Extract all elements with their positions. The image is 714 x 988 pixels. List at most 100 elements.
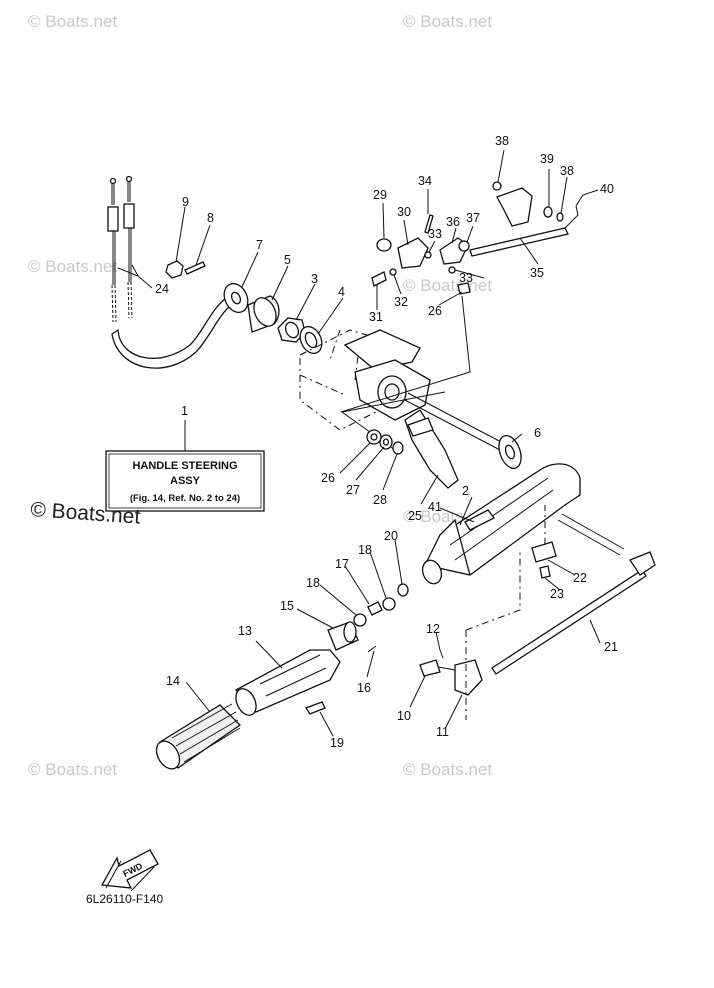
part-number-36: 36 xyxy=(446,215,460,229)
washer-28 xyxy=(392,441,404,455)
leader-lines xyxy=(117,149,601,737)
watermark-dark: © Boats.net xyxy=(30,498,142,529)
watermark: © Boats.net xyxy=(403,12,492,31)
callout-line-1: HANDLE STEERING xyxy=(132,460,237,472)
part-number-22: 22 xyxy=(573,571,587,585)
part-number-labels: 2 3 4 5 6 7 8 9 10 11 12 13 14 15 16 17 … xyxy=(155,134,618,750)
screw-20 xyxy=(397,583,409,597)
nut-26-lower xyxy=(366,429,382,445)
pin-12 xyxy=(439,649,444,659)
washer-18b xyxy=(353,613,367,627)
part-number-31: 31 xyxy=(369,310,383,324)
nut-29 xyxy=(376,238,392,252)
watermark: © Boats.net xyxy=(403,760,492,779)
part-number-33: 33 xyxy=(459,271,473,285)
part-number-3: 3 xyxy=(311,272,318,286)
part-number-10: 10 xyxy=(397,709,411,723)
label-41 xyxy=(464,509,495,531)
part-number-18: 18 xyxy=(358,543,372,557)
bolt-31 xyxy=(371,271,387,287)
screw-16 xyxy=(367,645,377,653)
callout-box-handle-steering: HANDLE STEERING ASSY (Fig. 14, Ref. No. … xyxy=(105,404,265,512)
part-number-13: 13 xyxy=(238,624,252,638)
pin-34 xyxy=(424,214,434,234)
part-number-20: 20 xyxy=(384,529,398,543)
spring-17 xyxy=(367,601,383,616)
part-number-25: 25 xyxy=(408,509,422,523)
friction-parts xyxy=(327,583,409,653)
part-number-29: 29 xyxy=(373,188,387,202)
part-number-16: 16 xyxy=(357,681,371,695)
part-number-32: 32 xyxy=(394,295,408,309)
part-number-4: 4 xyxy=(338,285,345,299)
block-11 xyxy=(454,659,483,696)
part-number-37: 37 xyxy=(466,211,480,225)
part-number-27: 27 xyxy=(346,483,360,497)
part-number-38: 38 xyxy=(495,134,509,148)
throttle-grip-13 xyxy=(234,649,341,716)
nut-37 xyxy=(458,240,470,252)
assembly-line xyxy=(465,550,521,720)
part-number-14: 14 xyxy=(166,674,180,688)
part-number-15: 15 xyxy=(280,599,294,613)
knob-10 xyxy=(419,659,441,677)
part-number-9: 9 xyxy=(182,195,189,209)
rod-21 xyxy=(491,569,647,675)
part-number-19: 19 xyxy=(330,736,344,750)
part-number-35: 35 xyxy=(530,266,544,280)
bushing-3 xyxy=(277,317,306,343)
watermark: © Boats.net xyxy=(28,12,117,31)
part-number-39: 39 xyxy=(540,152,554,166)
part-number-40: 40 xyxy=(600,182,614,196)
part-number-26: 26 xyxy=(428,304,442,318)
part-number-23: 23 xyxy=(550,587,564,601)
clip-38 xyxy=(556,212,564,222)
bracket-38 xyxy=(496,187,533,227)
part-number-28: 28 xyxy=(373,493,387,507)
part-number-12: 12 xyxy=(426,622,440,636)
washer-39 xyxy=(543,206,553,218)
screw-19 xyxy=(305,701,326,715)
steering-handle-arm-2 xyxy=(421,463,581,585)
nut-26-upper xyxy=(457,282,471,295)
engine-bracket-outline xyxy=(299,329,446,451)
part-number-5: 5 xyxy=(284,253,291,267)
upper-linkage xyxy=(371,181,579,295)
fwd-arrow-icon: FWD xyxy=(100,849,159,892)
washer-18a xyxy=(382,597,396,611)
watermark: © Boats.net xyxy=(28,257,117,276)
part-number-38: 38 xyxy=(560,164,574,178)
part-number-34: 34 xyxy=(418,174,432,188)
screw-23 xyxy=(539,565,551,579)
part-number-17: 17 xyxy=(335,557,349,571)
clip-33b xyxy=(448,266,456,274)
watermark: © Boats.net xyxy=(403,276,492,295)
part-number-8: 8 xyxy=(207,211,214,225)
screw-8 xyxy=(184,261,206,275)
part-number-21: 21 xyxy=(604,640,618,654)
watermark: © Boats.net xyxy=(28,760,117,779)
grip-14 xyxy=(155,703,242,770)
washer-27 xyxy=(379,434,393,450)
part-number-41: 41 xyxy=(428,500,442,514)
part-number-1: 1 xyxy=(181,404,188,418)
callout-line-2: ASSY xyxy=(170,475,201,487)
part-number-30: 30 xyxy=(397,205,411,219)
tiller-shaft xyxy=(404,392,522,469)
part-number-6: 6 xyxy=(534,426,541,440)
clip-33 xyxy=(424,251,432,259)
part-number-2: 2 xyxy=(462,484,469,498)
part-number-24: 24 xyxy=(155,282,169,296)
clamp-22 xyxy=(531,541,557,563)
rod-35 xyxy=(469,227,569,257)
diagram-code: 6L26110-F140 xyxy=(86,892,164,906)
lever-30 xyxy=(397,237,429,269)
part-number-26: 26 xyxy=(321,471,335,485)
throttle-lever-25 xyxy=(404,409,459,489)
collar-5 xyxy=(247,295,280,333)
fitting-9 xyxy=(165,260,184,279)
grommet-7 xyxy=(223,282,249,314)
pin-32 xyxy=(389,268,397,276)
part-number-11: 11 xyxy=(436,725,449,739)
